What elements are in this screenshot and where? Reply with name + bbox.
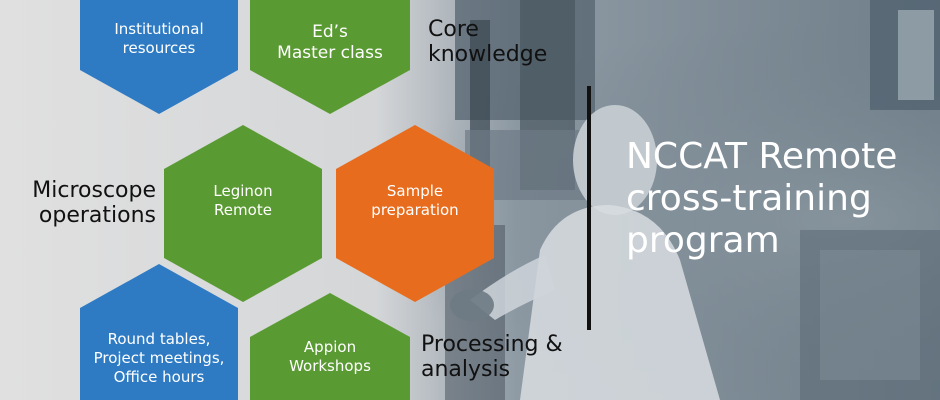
program-title: NCCAT Remote cross-training program <box>626 136 897 262</box>
hex-text-institutional: Institutional resources <box>80 20 238 58</box>
label-core-knowledge: Core knowledge <box>428 17 547 67</box>
label-line: knowledge <box>428 42 548 67</box>
hex-sample-preparation <box>336 125 494 302</box>
hex-line: Institutional <box>114 20 204 38</box>
hex-line: Master class <box>277 43 383 63</box>
title-line: program <box>626 220 780 261</box>
hex-text-sample-prep: Sample preparation <box>336 182 494 220</box>
label-line: Core <box>428 17 479 42</box>
hex-line: Project meetings, <box>93 349 225 367</box>
label-processing-analysis: Processing & analysis <box>421 332 563 382</box>
hex-line: Sample <box>386 182 444 200</box>
hex-line: Remote <box>214 201 272 219</box>
hex-text-master-class: Ed’s Master class <box>250 22 410 64</box>
hex-line: preparation <box>371 201 459 219</box>
hex-round-tables <box>80 264 238 400</box>
hex-master-class <box>250 0 410 114</box>
hex-line: Office hours <box>113 368 205 386</box>
hex-line: Round tables, <box>107 330 211 348</box>
hex-line: Appion <box>303 338 357 356</box>
title-line: NCCAT Remote <box>626 136 898 177</box>
label-line: operations <box>38 203 156 228</box>
hex-text-leginon: Leginon Remote <box>164 182 322 220</box>
hex-line: Leginon <box>213 182 273 200</box>
hex-line: Ed’s <box>312 22 348 42</box>
hex-text-round-tables: Round tables, Project meetings, Office h… <box>80 330 238 387</box>
label-line: Microscope <box>32 178 156 203</box>
vertical-divider <box>587 86 591 330</box>
label-line: analysis <box>421 357 511 382</box>
hex-institutional-resources <box>80 0 238 114</box>
label-line: Processing & <box>421 332 563 357</box>
hex-line: resources <box>122 39 196 57</box>
hex-line: Workshops <box>289 357 371 375</box>
hex-text-appion: Appion Workshops <box>250 338 410 376</box>
hex-appion-workshops <box>250 293 410 400</box>
title-line: cross-training <box>626 178 872 219</box>
hex-leginon-remote <box>164 125 322 302</box>
label-microscope-operations: Microscope operations <box>13 178 156 228</box>
